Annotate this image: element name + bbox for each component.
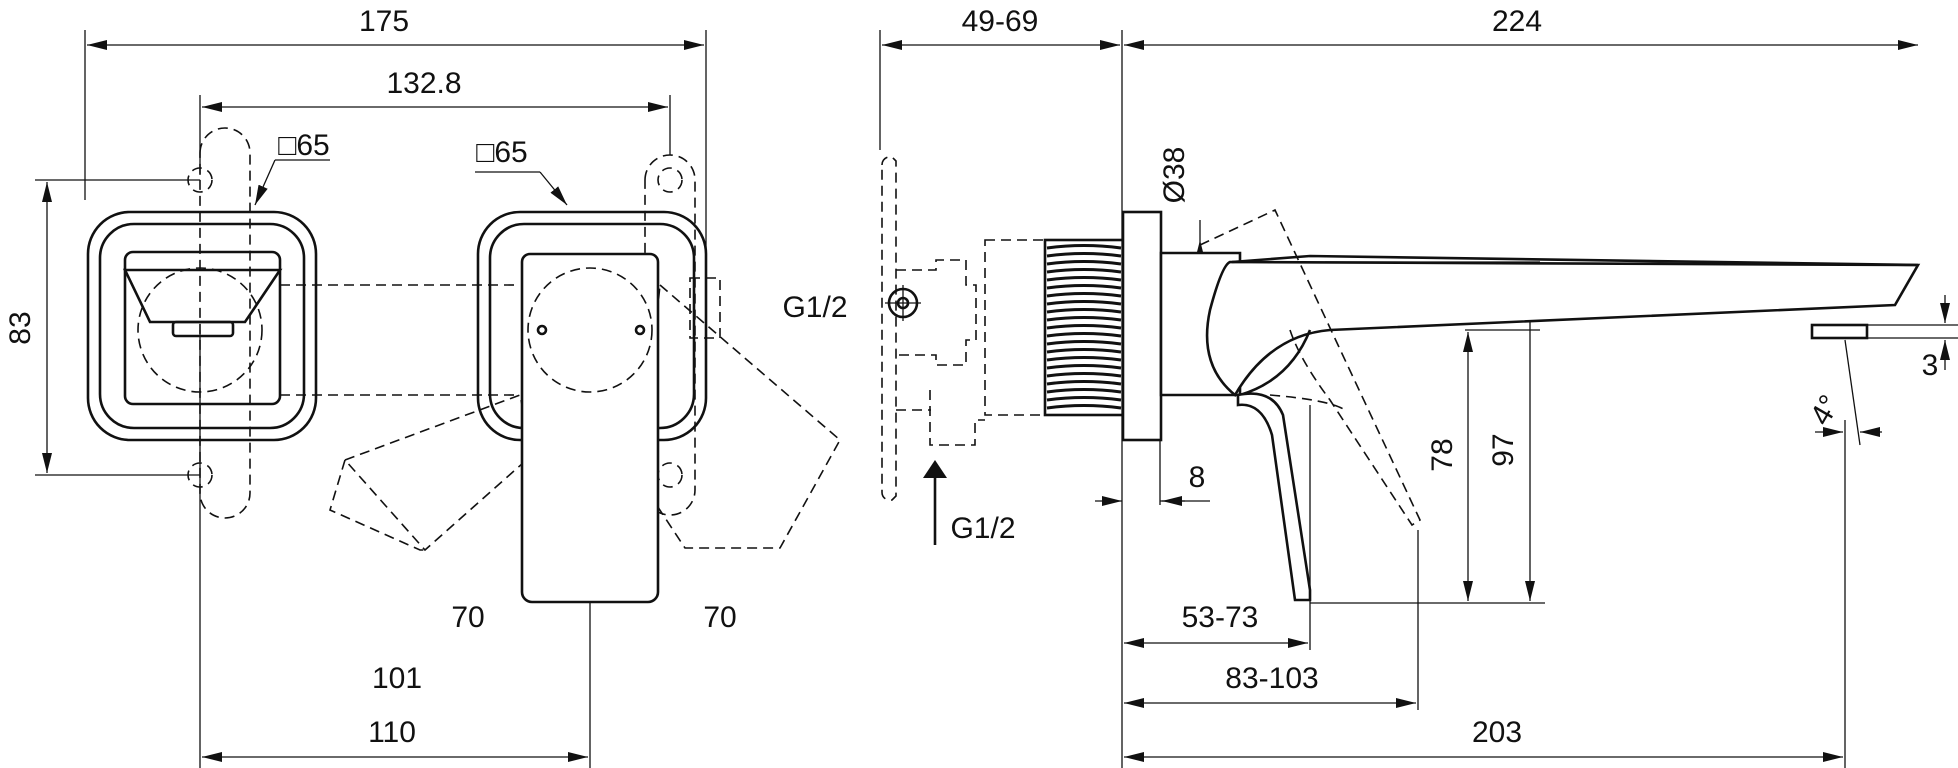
aerator xyxy=(1810,323,1869,340)
thread-ridge xyxy=(1046,388,1122,394)
thread-ridge xyxy=(1046,316,1122,322)
front-view xyxy=(35,30,842,768)
thread-ridge xyxy=(1046,356,1122,362)
label-97: 97 xyxy=(1487,433,1520,466)
spout xyxy=(1205,260,1921,397)
thread-ridge xyxy=(1046,260,1122,266)
thread-ridge xyxy=(1046,364,1122,370)
label-g12-bottom: G1/2 xyxy=(950,512,1015,545)
label-49-69: 49-69 xyxy=(962,5,1039,38)
label-101: 101 xyxy=(372,662,422,695)
label-70-right: 70 xyxy=(703,601,736,634)
label-83-103: 83-103 xyxy=(1225,662,1318,695)
left-rosette xyxy=(86,210,318,442)
thread-ridge xyxy=(1046,300,1122,306)
label-square-65-left: □65 xyxy=(278,129,330,162)
thread-ridge xyxy=(1046,404,1122,410)
label-203: 203 xyxy=(1472,716,1522,749)
label-53-73: 53-73 xyxy=(1182,601,1259,634)
thread-ridge xyxy=(1046,372,1122,378)
thread-ridge xyxy=(1046,324,1122,330)
lever-handle xyxy=(520,252,660,604)
thread-ridge xyxy=(1046,292,1122,298)
label-g12-side: G1/2 xyxy=(782,291,847,324)
thread-ridge xyxy=(1046,276,1122,282)
label-78: 78 xyxy=(1426,438,1459,471)
wall-flange xyxy=(1121,210,1163,442)
thread-ridge xyxy=(1046,268,1122,274)
label-8: 8 xyxy=(1189,461,1206,494)
label-square-65-right: □65 xyxy=(476,136,528,169)
label-224: 224 xyxy=(1492,5,1542,38)
thread-ridge xyxy=(1046,284,1122,290)
label-132-8: 132.8 xyxy=(386,67,461,100)
thread-ridge xyxy=(1046,396,1122,402)
thread-ridge xyxy=(1046,348,1122,354)
label-3: 3 xyxy=(1922,349,1939,382)
lever-side xyxy=(1236,392,1312,602)
thread-ridge xyxy=(1046,308,1122,314)
label-diameter-38: Ø38 xyxy=(1158,147,1191,204)
thread-ridge xyxy=(1046,340,1122,346)
thread-ridge xyxy=(1046,244,1122,250)
side-view xyxy=(879,30,1958,768)
thread-ridge xyxy=(1046,332,1122,338)
label-110: 110 xyxy=(368,716,416,749)
label-175: 175 xyxy=(359,5,409,38)
label-70-left: 70 xyxy=(451,601,484,634)
label-4-degrees: 4° xyxy=(1804,390,1847,431)
thread-ridge xyxy=(1046,252,1122,258)
thread-ridge xyxy=(1046,380,1122,386)
label-83: 83 xyxy=(4,311,37,344)
